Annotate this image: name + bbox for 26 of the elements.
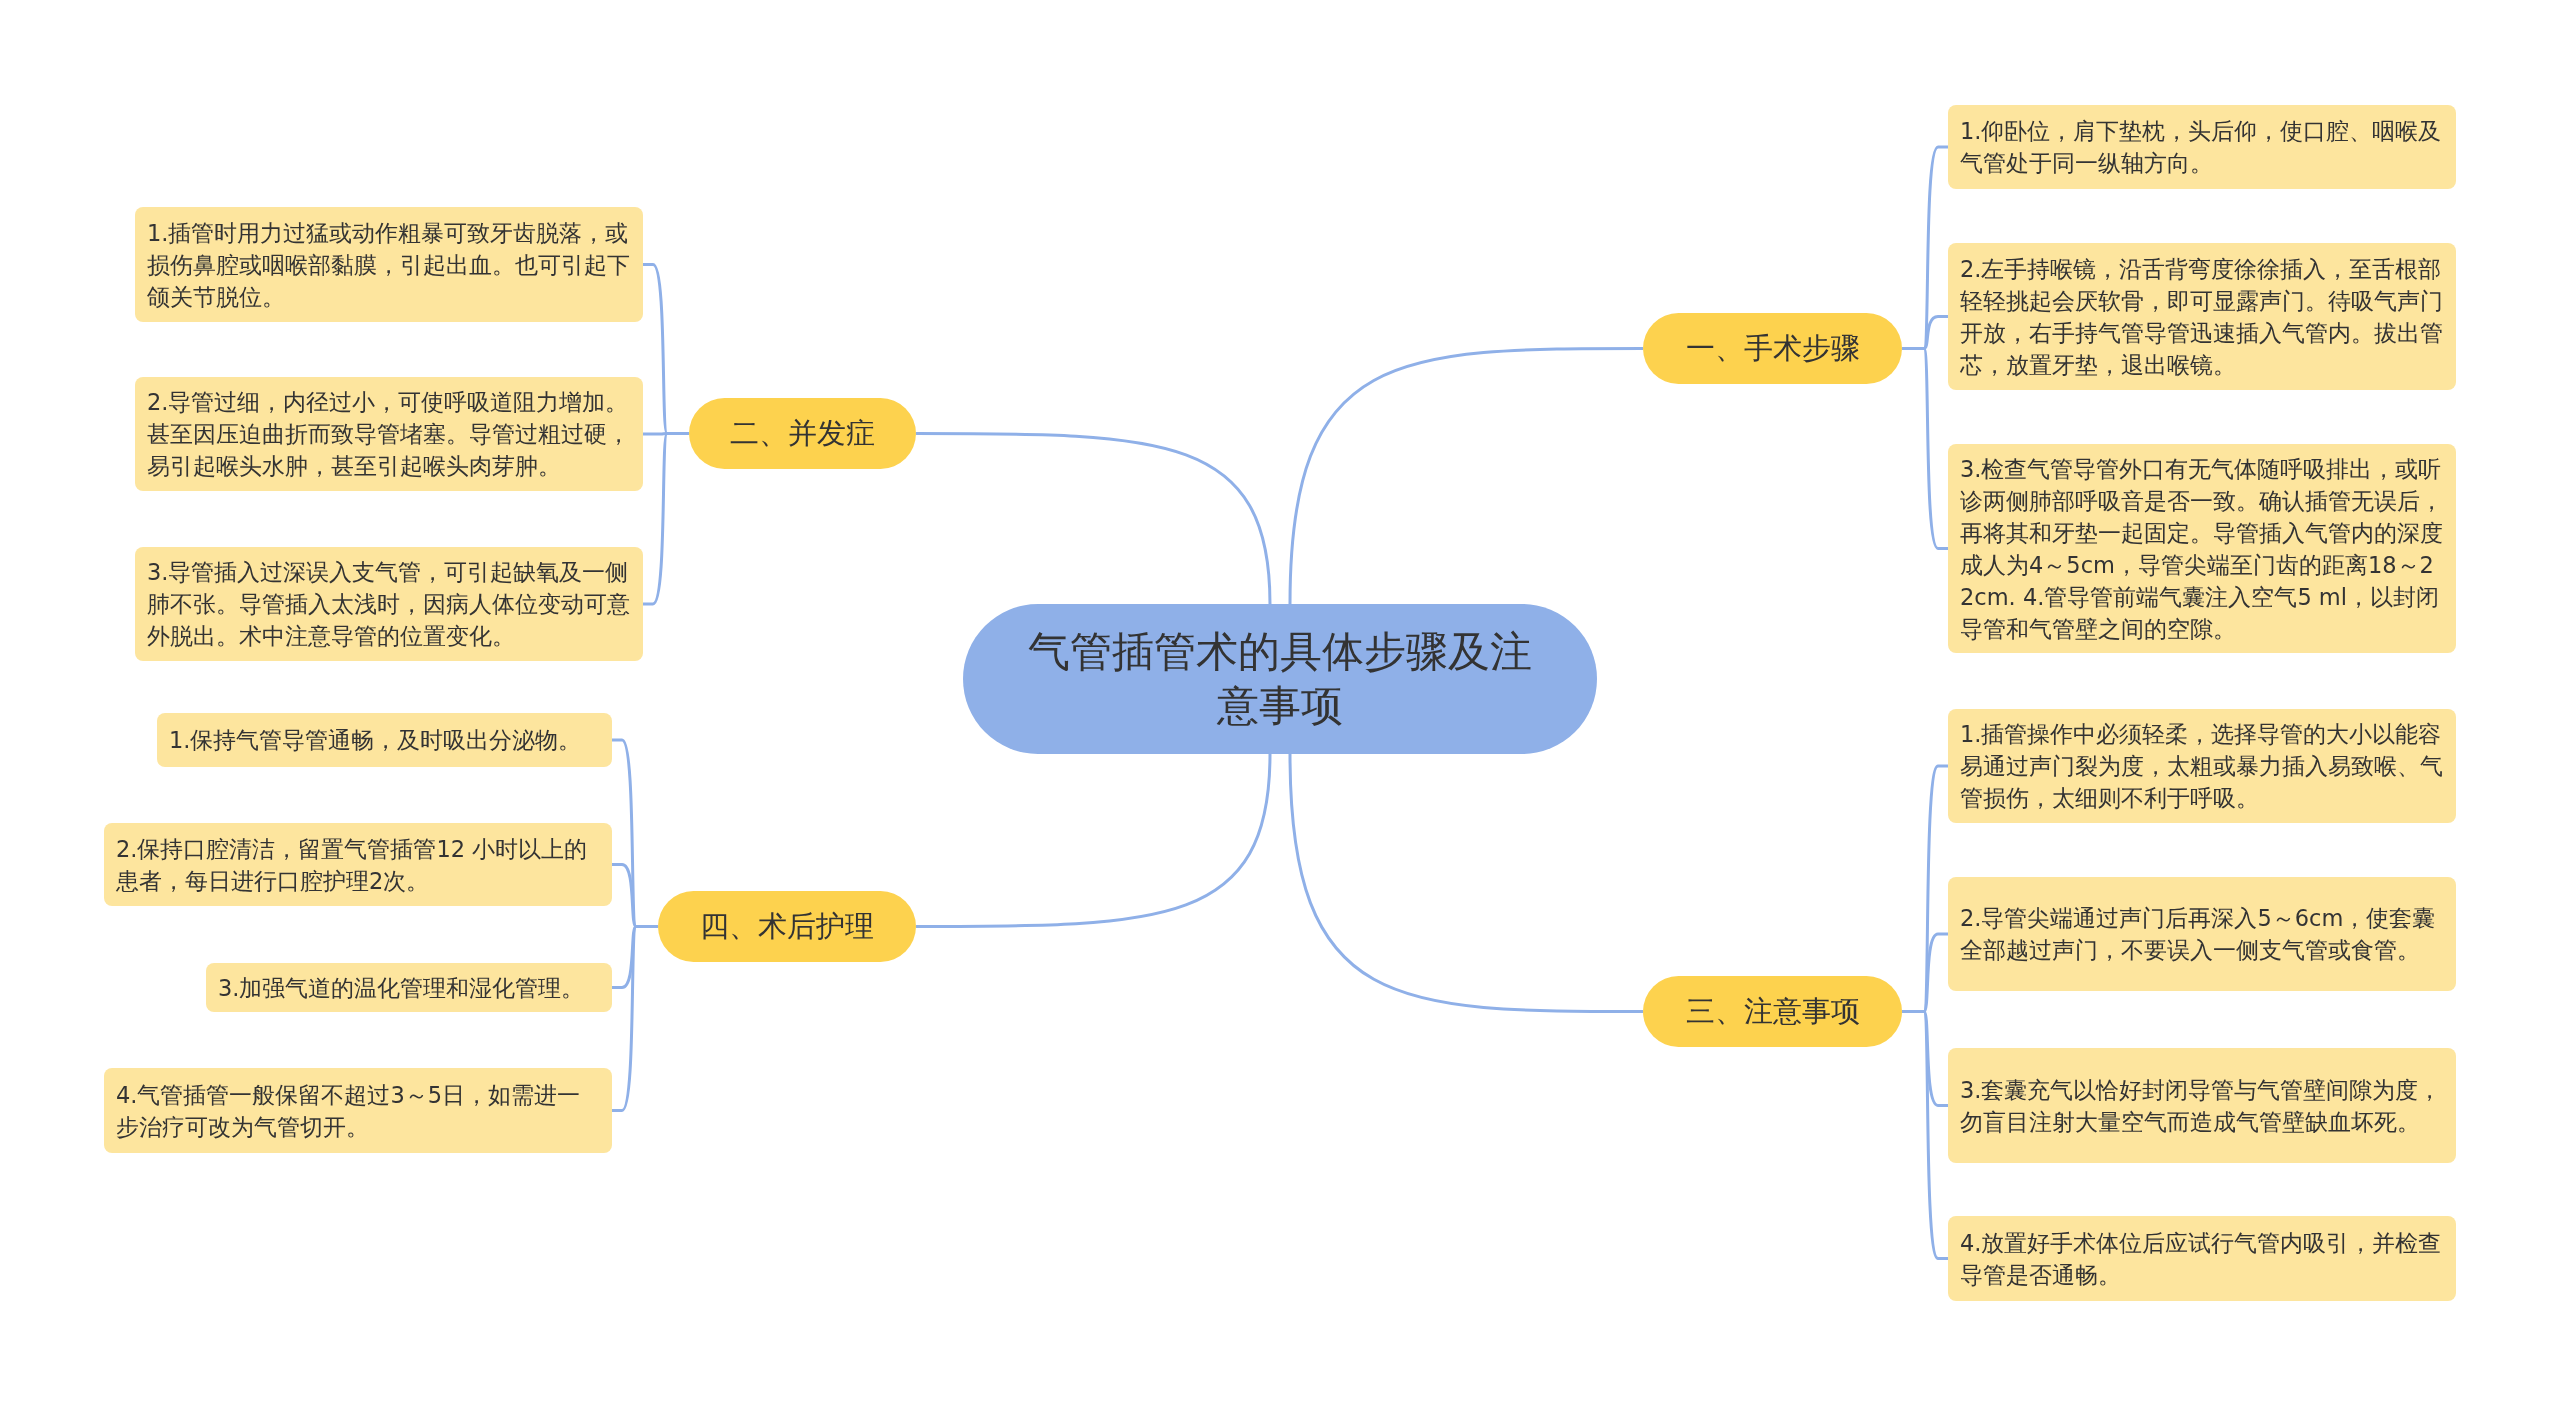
note-box: 2.导管过细，内径过小，可使呼吸道阻力增加。甚至因压迫曲折而致导管堵塞。导管过粗过硬，易引起喉头水肿，甚至引起喉头肉芽肿。 bbox=[135, 377, 643, 491]
note-box: 3.导管插入过深误入支气管，可引起缺氧及一侧肺不张。导管插入太浅时，因病人体位变动可意外脱出。术中注意导管的位置变化。 bbox=[135, 547, 643, 661]
connector-line bbox=[612, 925, 658, 1112]
central-topic-box: 气管插管术的具体步骤及注意事项 bbox=[963, 604, 1597, 754]
note-box: 2.保持口腔清洁，留置气管插管12 小时以上的患者，每日进行口腔护理2次。 bbox=[104, 823, 612, 906]
note-box: 3.套囊充气以恰好封闭导管与气管壁间隙为度，勿盲目注射大量空气而造成气管壁缺血坏死。 bbox=[1948, 1048, 2456, 1163]
note-box: 3.检查气管导管外口有无气体随呼吸排出，或听诊两侧肺部呼吸音是否一致。确认插管无误后，再将其和牙垫一起固定。导管插入气管内的深度成人为4～5cm，导管尖端至门齿的距离18～22cm. 4.管导管前端气囊注入空气5 ml，以封闭导管和气管壁之间的空隙。 bbox=[1948, 444, 2456, 653]
branch-topic-box: 四、术后护理 bbox=[658, 891, 916, 962]
connector-line bbox=[1288, 753, 1643, 1013]
note-box: 4.气管插管一般保留不超过3～5日，如需进一步治疗可改为气管切开。 bbox=[104, 1068, 612, 1153]
note-box: 1.保持气管导管通畅，及时吸出分泌物。 bbox=[157, 713, 612, 767]
note-box: 4.放置好手术体位后应试行气管内吸引，并检查导管是否通畅。 bbox=[1948, 1216, 2456, 1301]
connector-line bbox=[916, 753, 1272, 928]
branch-topic-box: 二、并发症 bbox=[689, 398, 916, 469]
note-box: 1.插管操作中必须轻柔，选择导管的大小以能容易通过声门裂为度，太粗或暴力插入易致喉、气管损伤，太细则不利于呼吸。 bbox=[1948, 709, 2456, 823]
note-box: 2.导管尖端通过声门后再深入5～6cm，使套囊全部越过声门，不要误入一侧支气管或食管。 bbox=[1948, 877, 2456, 991]
note-box: 1.仰卧位，肩下垫枕，头后仰，使口腔、咽喉及气管处于同一纵轴方向。 bbox=[1948, 105, 2456, 189]
branch-topic-box: 三、注意事项 bbox=[1643, 976, 1902, 1047]
connector-line bbox=[1902, 1010, 1948, 1260]
connector-line bbox=[916, 432, 1272, 605]
branch-topic-box: 一、手术步骤 bbox=[1643, 313, 1902, 384]
note-box: 3.加强气道的温化管理和湿化管理。 bbox=[206, 963, 612, 1012]
note-box: 2.左手持喉镜，沿舌背弯度徐徐插入，至舌根部轻轻挑起会厌软骨，即可显露声门。待吸气声门开放，右手持气管导管迅速插入气管内。拔出管芯，放置牙垫，退出喉镜。 bbox=[1948, 243, 2456, 390]
connector-line bbox=[643, 432, 689, 606]
connector-line bbox=[1288, 347, 1643, 605]
note-box: 1.插管时用力过猛或动作粗暴可致牙齿脱落，或损伤鼻腔或咽喉部黏膜，引起出血。也可引起下颌关节脱位。 bbox=[135, 207, 643, 322]
